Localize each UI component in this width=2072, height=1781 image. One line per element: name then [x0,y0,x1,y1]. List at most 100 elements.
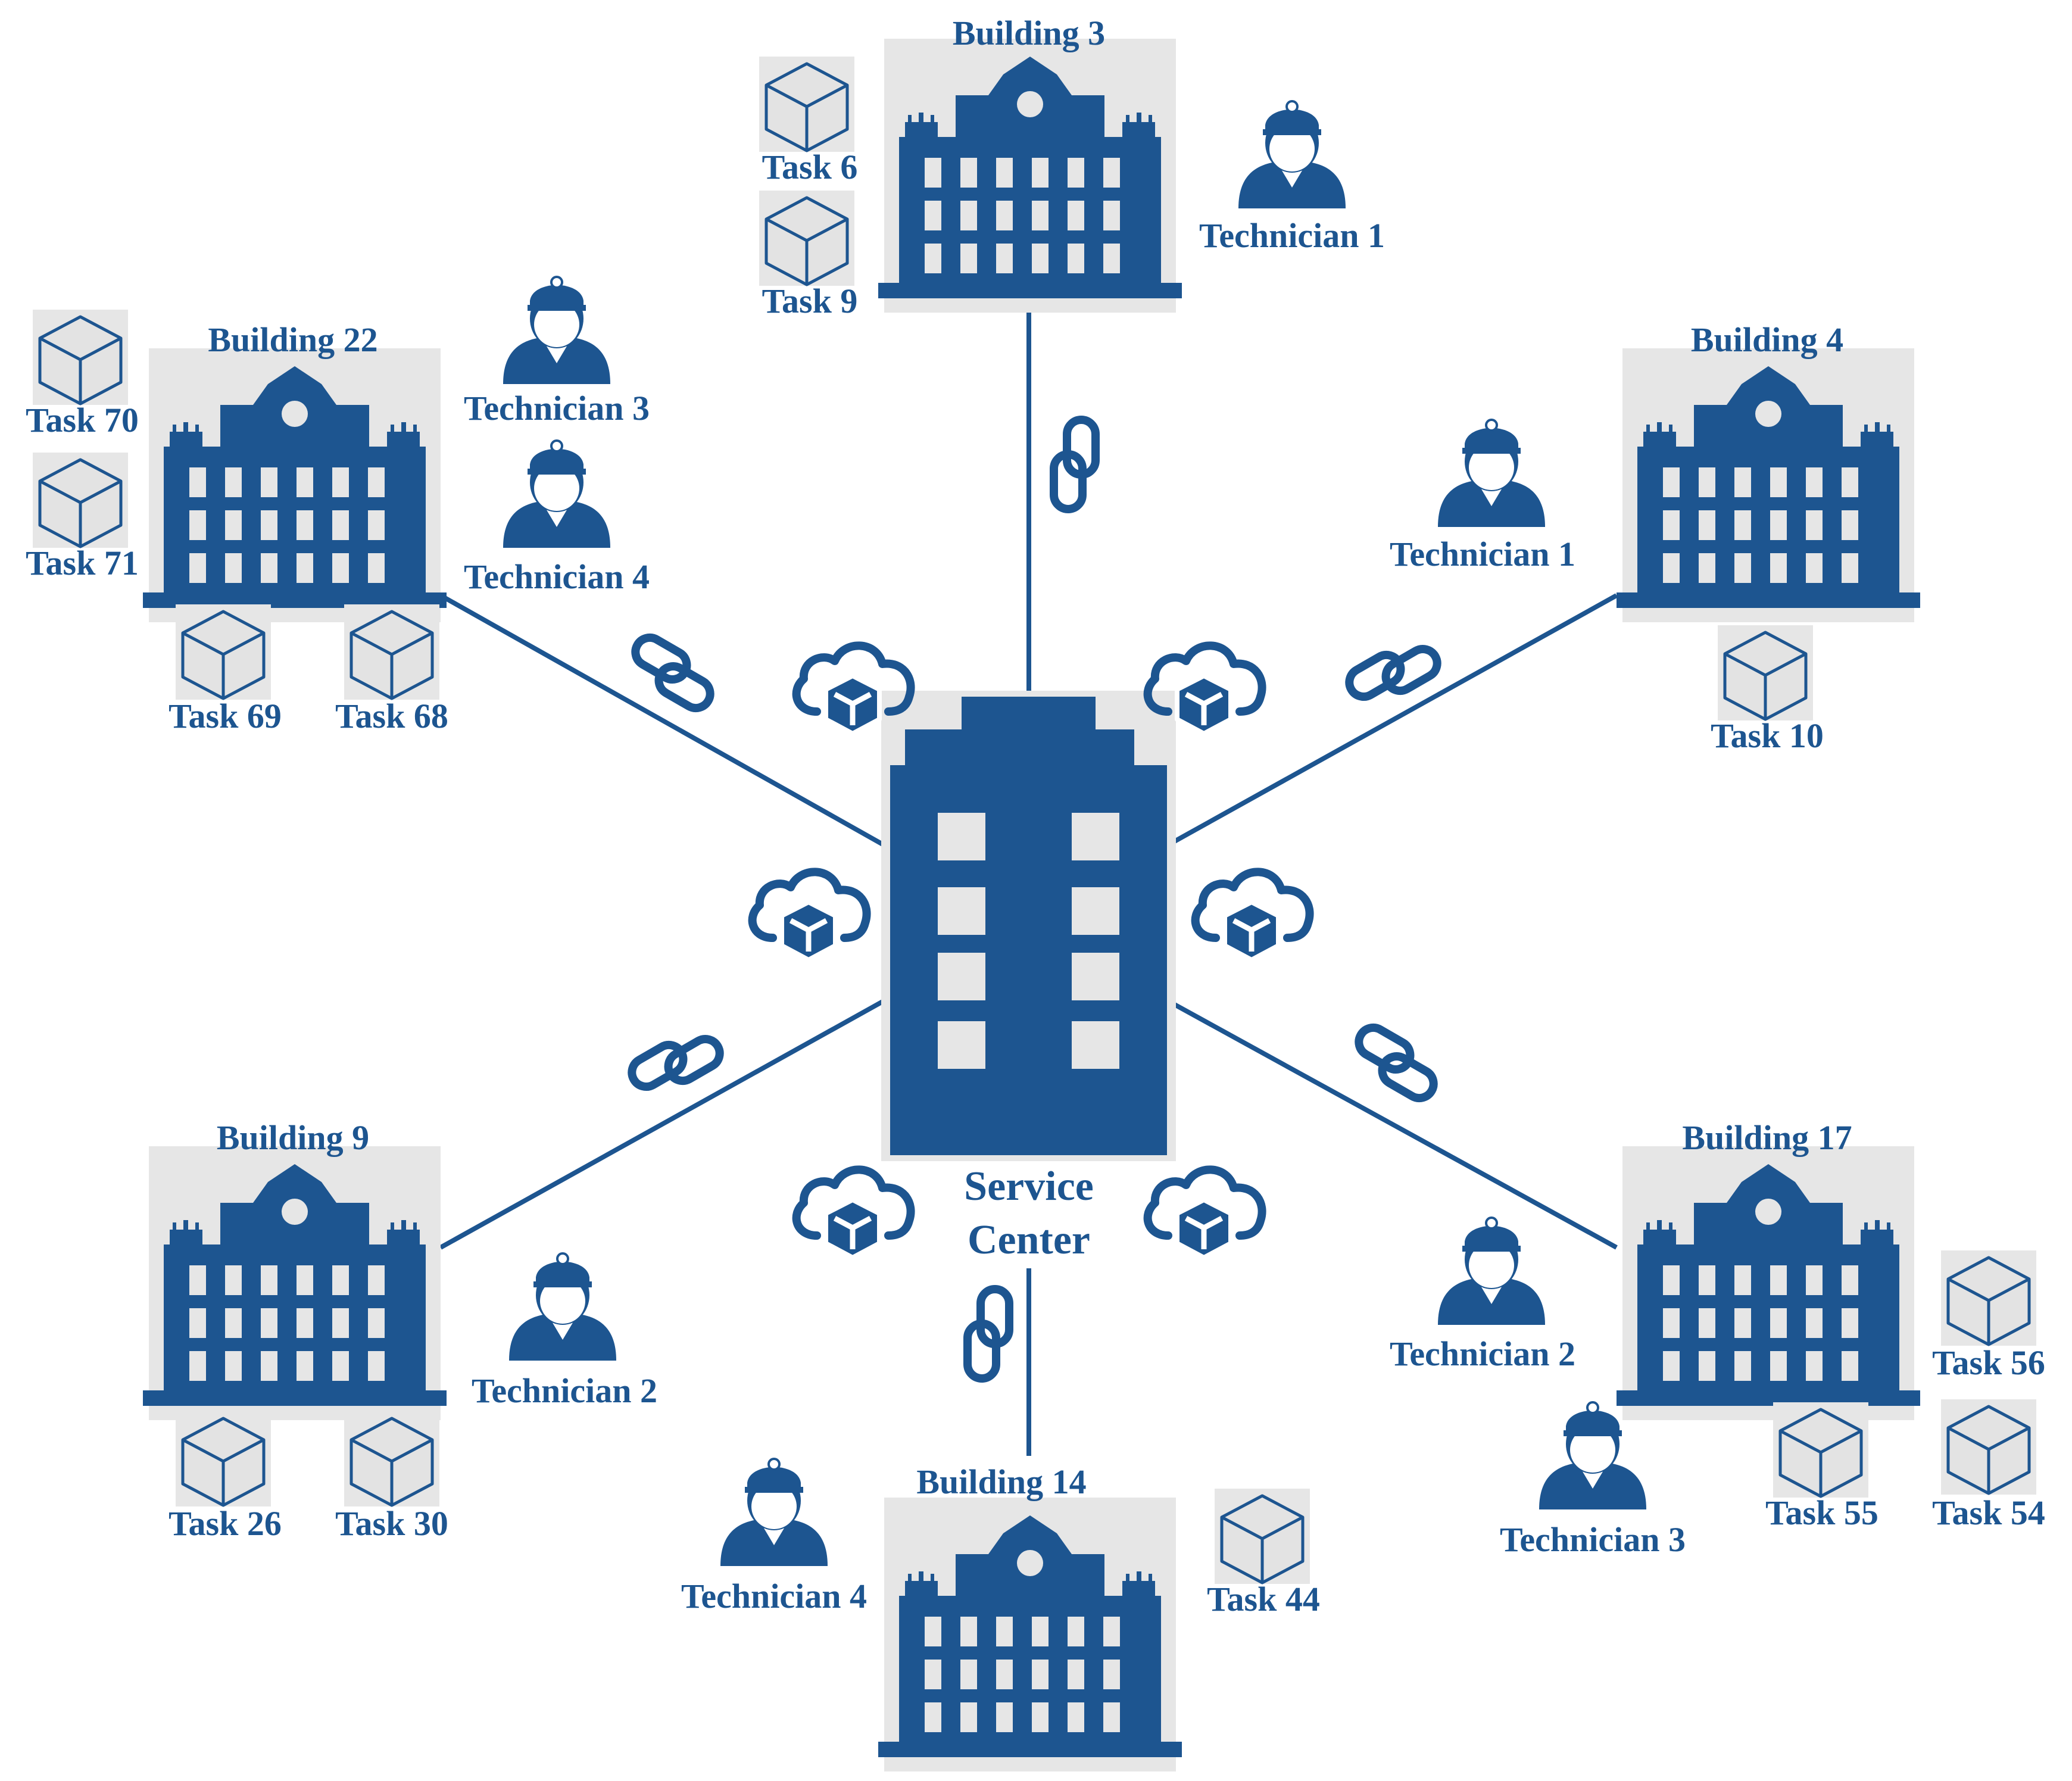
connection-building-17 [1166,998,1618,1250]
cube-icon [33,453,128,548]
task-label: Task 54 [1932,1493,2045,1532]
task: Task 10 [1711,625,1824,755]
task-label: Task 44 [1207,1580,1320,1618]
technician-label: Technician 4 [464,557,650,596]
cube-icon [1941,1250,2036,1346]
chain-link-icon [968,1289,1009,1378]
task: Task 9 [759,191,857,320]
cube-icon [176,1411,271,1506]
task: Task 56 [1932,1250,2045,1382]
technician-avatar-icon [719,1458,829,1567]
cloud-package-icon [753,872,867,960]
connections [439,313,1618,1456]
task-label: Task 71 [26,544,139,582]
technician: Technician 3 [464,276,650,428]
cube-icon [176,604,271,700]
task: Task 30 [335,1411,448,1543]
building-icon [1617,1146,1920,1420]
technician: Technician 3 [1500,1401,1686,1559]
technician-label: Technician 3 [1500,1520,1686,1559]
chain-link-icon [624,632,722,713]
task-label: Task 30 [335,1504,448,1543]
cube-icon [33,310,128,405]
cloud-package-icon [797,1169,911,1258]
task-label: Task 68 [335,697,448,735]
cloud-package-icon [1148,1169,1262,1258]
cube-icon [759,191,854,286]
technician-label: Technician 1 [1199,216,1385,255]
building-icon [143,348,447,622]
task: Task 6 [759,57,857,186]
building-3: Building 3 [878,14,1182,313]
task: Task 44 [1207,1489,1320,1618]
task-label: Task 70 [26,401,139,439]
connection-building-22 [439,593,891,851]
technician: Technician 2 [1390,1217,1575,1373]
building-label: Building 9 [217,1118,369,1157]
technician-avatar-icon [1437,1217,1546,1326]
tasks: Task 6 Task 9 Task 70 Task 71 Task 69 Ta… [26,57,2045,1618]
building-label: Building 17 [1682,1118,1852,1157]
technician: Technician 1 [1199,100,1385,255]
building-icon [878,1498,1182,1771]
cube-icon [1215,1489,1310,1584]
technician-avatar-icon [1237,100,1347,210]
technician-avatar-icon [502,276,611,385]
task: Task 55 [1765,1402,1878,1532]
task-label: Task 9 [762,282,858,320]
technician: Technician 1 [1390,419,1575,573]
building-17: Building 17 [1617,1118,1920,1420]
cube-icon [344,1411,439,1506]
cube-icon [1941,1399,2036,1495]
building-label: Building 4 [1691,320,1843,359]
technician-label: Technician 2 [472,1371,657,1410]
building-4: Building 4 [1617,320,1920,622]
building-14: Building 14 [878,1462,1182,1771]
building-label: Building 22 [208,320,377,359]
task: Task 54 [1932,1399,2045,1532]
technician-avatar-icon [508,1252,617,1362]
chain-link-icon [627,1022,725,1103]
building-label: Building 14 [916,1462,1086,1501]
connection-building-4 [1166,593,1618,848]
service-center: Service Center [881,691,1176,1263]
task-label: Task 56 [1932,1343,2045,1382]
task: Task 26 [168,1411,282,1543]
technician-label: Technician 4 [681,1577,867,1615]
cube-icon [759,57,854,152]
cube-icon [344,604,439,700]
service-center-label-line2: Center [968,1217,1090,1263]
technician-avatar-icon [502,439,611,549]
connection-building-9 [439,995,891,1250]
service-center-label-line1: Service [964,1164,1094,1209]
building-icon [143,1146,447,1420]
chain-link-icon [1054,420,1096,509]
technician: Technician 2 [472,1252,657,1410]
task-label: Task 69 [168,697,282,735]
task: Task 68 [335,604,448,735]
task: Task 71 [26,453,139,582]
building-icon [1617,348,1920,622]
technician: Technician 4 [681,1458,867,1615]
task-label: Task 26 [168,1504,282,1543]
buildings: Building 3 Building 22 Building 4 Buildi… [143,14,1920,1771]
task-label: Task 10 [1711,716,1824,755]
building-label: Building 3 [953,14,1105,52]
office-tower-icon [881,691,1176,1161]
task-label: Task 6 [762,148,858,186]
technician-avatar-icon [1437,419,1546,528]
technician-label: Technician 2 [1390,1334,1575,1373]
technicians: Technician 1 Technician 3 Technician 4 T… [464,100,1686,1615]
task: Task 70 [26,310,139,439]
cloud-package-icon [1196,872,1310,960]
chain-link-icon [1347,1022,1446,1103]
building-9: Building 9 [143,1118,447,1420]
building-22: Building 22 [143,320,447,622]
technician-label: Technician 3 [464,389,650,428]
technician: Technician 4 [464,439,650,596]
cube-icon [1718,625,1813,720]
task-label: Task 55 [1765,1493,1878,1532]
technician-label: Technician 1 [1390,535,1575,573]
task: Task 69 [168,604,282,735]
